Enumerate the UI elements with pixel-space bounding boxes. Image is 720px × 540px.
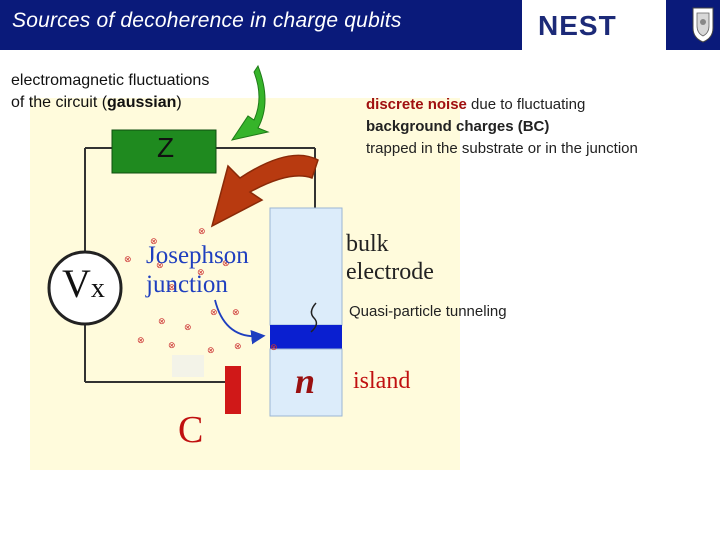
impedance-label: Z bbox=[157, 132, 175, 163]
voltage-source-v: V bbox=[62, 261, 91, 306]
logo-background bbox=[522, 0, 666, 50]
noise-line3: trapped in the substrate or in the junct… bbox=[366, 140, 638, 157]
bulk-electrode-label: bulk electrode bbox=[346, 230, 434, 286]
bulk-electrode bbox=[269, 207, 343, 326]
impedance-box bbox=[111, 129, 217, 174]
junction-line1: Josephson bbox=[146, 242, 249, 269]
island-electrode bbox=[269, 348, 343, 417]
voltage-source-circle bbox=[47, 250, 123, 326]
em-fluctuations-label: electromagnetic fluctuations of the circ… bbox=[11, 70, 209, 114]
discrete-noise-label: discrete noise due to fluctuating backgr… bbox=[366, 94, 638, 160]
svg-text:⊗: ⊗ bbox=[222, 259, 230, 269]
capacitor-gap-mark bbox=[172, 355, 204, 377]
slide-title: Sources of decoherence in charge qubits bbox=[12, 9, 402, 32]
svg-text:⊗: ⊗ bbox=[210, 308, 218, 318]
voltage-source-label: Vx bbox=[62, 260, 105, 307]
svg-text:⊗: ⊗ bbox=[137, 336, 145, 346]
n-label: n bbox=[295, 361, 316, 401]
capacitor-label: C bbox=[178, 409, 204, 451]
svg-text:⊗: ⊗ bbox=[198, 227, 206, 237]
svg-text:⊗: ⊗ bbox=[234, 342, 242, 352]
em-line2-prefix: of the circuit ( bbox=[11, 94, 108, 111]
em-line2: of the circuit (gaussian) bbox=[11, 92, 209, 114]
svg-text:⊗: ⊗ bbox=[168, 283, 176, 293]
crest-icon bbox=[692, 7, 714, 43]
background-charges: ⊗ ⊗ ⊗ ⊗ ⊗ ⊗ ⊗ ⊗ ⊗ ⊗ ⊗ ⊗ ⊗ ⊗ ⊗ ⊗ bbox=[124, 227, 278, 356]
bulk-line2: electrode bbox=[346, 259, 434, 285]
svg-text:⊗: ⊗ bbox=[168, 341, 176, 351]
svg-text:⊗: ⊗ bbox=[124, 255, 132, 265]
junction-line2: junction bbox=[146, 271, 228, 298]
em-line2-bold: gaussian bbox=[107, 94, 177, 111]
noise-line2: background charges (BC) bbox=[366, 118, 550, 135]
svg-text:⊗: ⊗ bbox=[150, 237, 158, 247]
svg-text:⊗: ⊗ bbox=[158, 317, 166, 327]
title-bar: Sources of decoherence in charge qubits … bbox=[0, 0, 720, 50]
svg-text:⊗: ⊗ bbox=[197, 268, 205, 278]
quasiparticle-label: Quasi-particle tunneling bbox=[349, 303, 507, 320]
junction-barrier bbox=[270, 325, 342, 349]
svg-text:⊗: ⊗ bbox=[232, 308, 240, 318]
capacitor-plate bbox=[225, 366, 241, 414]
nest-logo: NEST bbox=[538, 10, 617, 41]
noise-rest: due to fluctuating bbox=[466, 96, 586, 113]
bc-curved-arrow bbox=[210, 154, 319, 228]
em-line1: electromagnetic fluctuations bbox=[11, 72, 210, 89]
svg-text:⊗: ⊗ bbox=[207, 346, 215, 356]
bulk-line1: bulk bbox=[346, 231, 389, 257]
em-line2-suffix: ) bbox=[176, 94, 182, 111]
noise-bold: discrete noise bbox=[366, 96, 467, 113]
em-green-arrow bbox=[230, 64, 270, 141]
voltage-source-subscript: x bbox=[90, 273, 105, 304]
svg-text:⊗: ⊗ bbox=[270, 343, 278, 353]
quasiparticle-squiggle bbox=[310, 302, 318, 333]
junction-pointer-arrow bbox=[214, 299, 266, 345]
svg-text:⊗: ⊗ bbox=[184, 323, 192, 333]
noise-line1: discrete noise due to fluctuating bbox=[366, 94, 638, 116]
svg-text:⊗: ⊗ bbox=[156, 261, 164, 271]
island-label: island bbox=[353, 368, 411, 394]
josephson-junction-label: Josephson junction bbox=[146, 241, 249, 299]
